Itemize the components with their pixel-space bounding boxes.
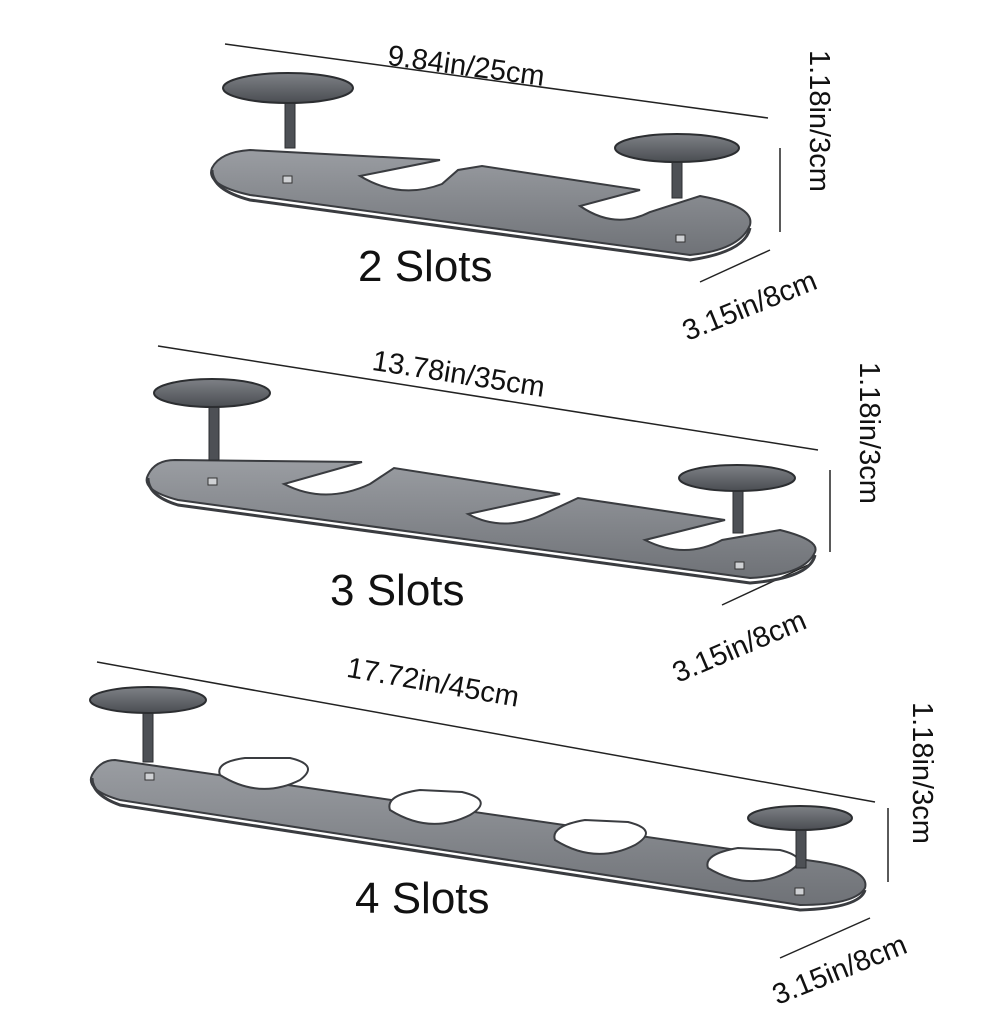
rack-3-slots	[145, 345, 831, 606]
mount-disc	[614, 133, 740, 163]
slots-label: 4 Slots	[355, 874, 490, 923]
rack-2-slots	[210, 43, 781, 283]
mount-disc	[89, 686, 207, 714]
length-dimension-line	[224, 43, 769, 119]
mount-disc	[222, 72, 354, 104]
height-label: 1.18in/3cm	[906, 702, 938, 844]
screw-hole	[675, 234, 686, 243]
length-dimension-line	[96, 661, 876, 803]
slot-cutout	[553, 818, 647, 855]
slots-label: 3 Slots	[330, 566, 465, 615]
mount-disc	[747, 805, 853, 831]
rack-plate-edge	[146, 477, 817, 585]
slots-label: 2 Slots	[358, 242, 493, 291]
depth-dimension-line	[699, 249, 771, 283]
rack-plate	[89, 758, 867, 907]
length-dimension-line	[157, 345, 819, 451]
depth-dimension-line	[779, 917, 871, 959]
screw-hole	[734, 561, 745, 570]
screw-hole	[207, 477, 218, 486]
rack-plate-edge	[210, 169, 752, 262]
rack-4-slots	[89, 661, 889, 959]
rack-plate	[210, 148, 752, 257]
mount-disc	[678, 464, 796, 492]
rack-plate-edge	[90, 777, 867, 912]
mount-disc	[153, 378, 271, 408]
height-label: 1.18in/3cm	[853, 362, 885, 504]
screw-hole	[794, 887, 805, 896]
screw-hole	[144, 772, 155, 781]
screw-hole	[282, 175, 293, 184]
slot-cutout	[388, 788, 482, 825]
slot-cutout	[218, 757, 309, 790]
height-label: 1.18in/3cm	[803, 50, 835, 192]
depth-dimension-line	[721, 564, 809, 606]
